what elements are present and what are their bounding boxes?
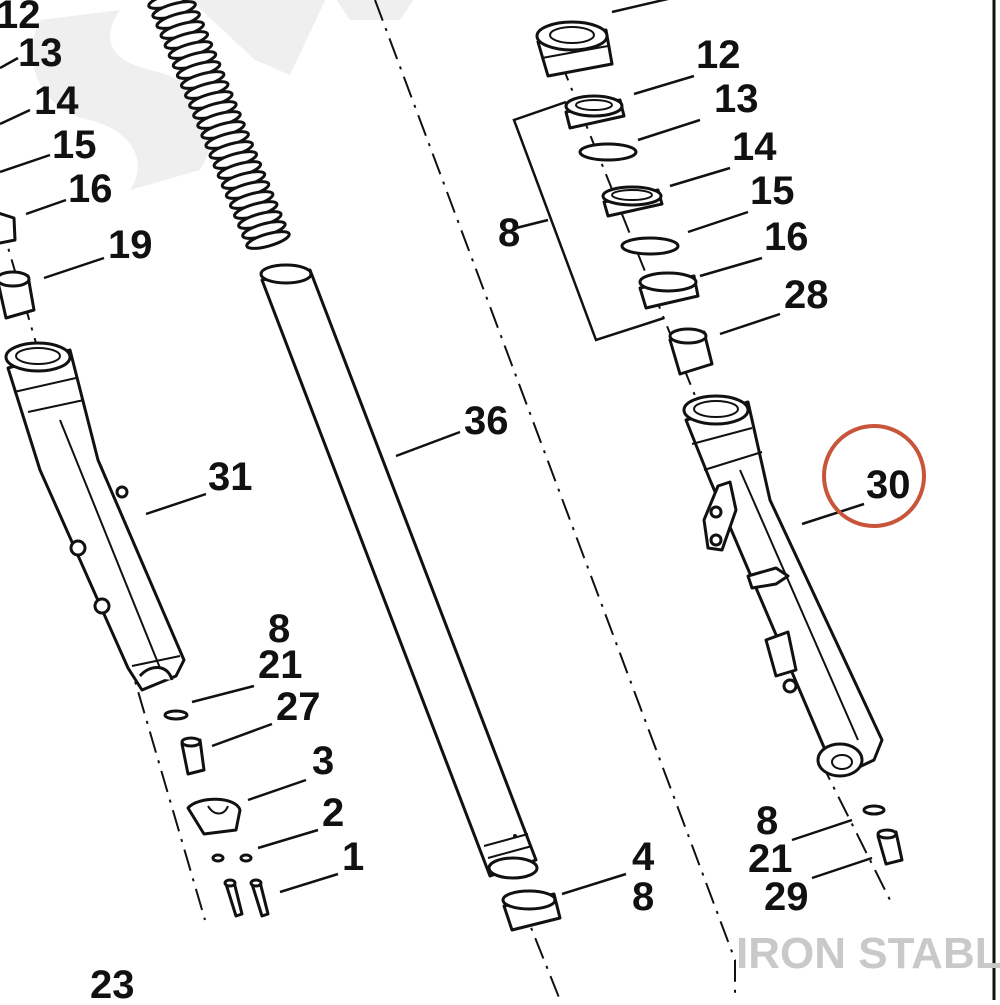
watermark-shape — [336, 0, 414, 20]
washer-21-left — [163, 709, 189, 721]
callout-19-left: 19 — [108, 223, 153, 267]
callout-23: 23 — [90, 963, 135, 1000]
callout-16-left: 16 — [68, 167, 113, 211]
screw-1a — [223, 878, 244, 918]
kit-bracket-8 — [512, 100, 665, 342]
callout-8-right: 8 — [756, 799, 778, 843]
highlight-circle — [822, 424, 926, 528]
bushing-16-left — [0, 212, 17, 245]
washer-15-right — [620, 236, 680, 256]
fork-slider-31 — [4, 341, 186, 692]
watermark-shape — [32, 10, 212, 190]
fork-tube-36 — [259, 263, 539, 880]
retaining-ring-13-right — [578, 142, 638, 162]
callout-2: 2 — [322, 791, 344, 835]
assembly-axis-right-lower — [819, 759, 891, 901]
seal-14-right — [601, 185, 664, 218]
callout-14-right: 14 — [732, 125, 777, 169]
fork-spring-35 — [147, 0, 291, 250]
callout-1: 1 — [342, 835, 364, 879]
callout-3: 3 — [312, 739, 334, 783]
right-leaders — [515, 0, 873, 880]
seal-12-right — [564, 94, 626, 130]
bushing-16-right — [638, 271, 700, 310]
callout-15-right: 15 — [750, 169, 795, 213]
bushing-4 — [501, 889, 562, 932]
bushing-19-left — [0, 270, 36, 320]
callout-36: 36 — [464, 399, 509, 443]
callout-31: 31 — [208, 455, 253, 499]
washer-2a — [211, 853, 225, 863]
bushing-28-right — [668, 327, 714, 376]
watermark-shape — [190, 0, 326, 75]
callout-15-left: 15 — [52, 123, 97, 167]
washer-21-right — [862, 804, 886, 816]
callout-12-right: 12 — [696, 33, 741, 77]
watermark-text: IRON STABLE — [736, 929, 1000, 978]
callout-13-right: 13 — [714, 77, 759, 121]
callout-21-left: 21 — [258, 643, 303, 687]
callout-16-right: 16 — [764, 215, 809, 259]
screw-1b — [249, 878, 270, 918]
callout-21-right: 21 — [748, 837, 793, 881]
cap-top-right — [535, 20, 614, 78]
assembly-axis-center — [374, 0, 736, 1000]
center-leaders — [395, 430, 627, 896]
bolt-27-left — [180, 736, 206, 776]
washer-2b — [239, 853, 253, 863]
callout-29: 29 — [764, 875, 809, 919]
fork-slider-30 — [682, 394, 884, 778]
spring-coil — [245, 230, 291, 250]
callout-4: 4 — [632, 835, 655, 879]
callout-28: 28 — [784, 273, 829, 317]
axle-cap-3 — [186, 797, 242, 836]
callout-8-left: 8 — [268, 607, 290, 651]
callout-8-bracket: 8 — [498, 211, 520, 255]
callout-13-left: 13 — [18, 31, 63, 75]
callout-left-top: 12 — [0, 0, 41, 37]
callout-27: 27 — [276, 685, 321, 729]
callout-30: 30 — [866, 463, 911, 507]
callout-14-left: 14 — [34, 79, 79, 123]
left-leaders — [0, 56, 339, 894]
callout-8-center: 8 — [632, 875, 654, 919]
bolt-29-right — [876, 828, 904, 866]
